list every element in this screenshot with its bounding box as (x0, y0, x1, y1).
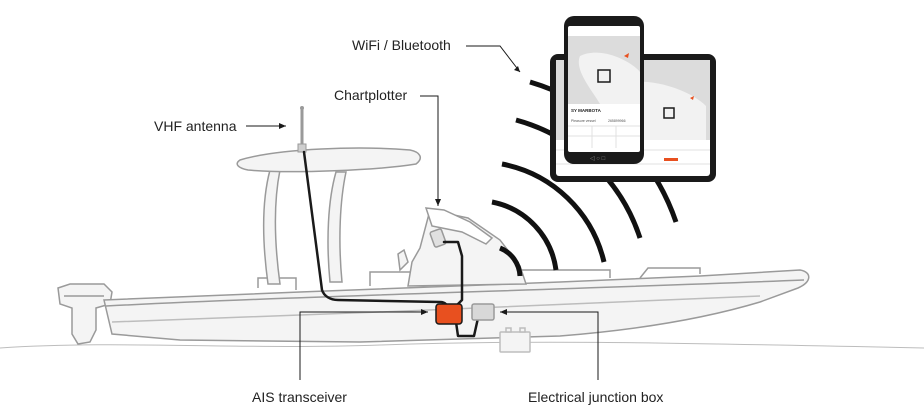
chartplotter-cable (442, 240, 464, 308)
phone-device: SY MARBOTA Pleasure vessel 265899966 ◁ ○… (564, 16, 644, 164)
leader-arrowheads (279, 66, 520, 315)
phone-vessel-type: Pleasure vessel (571, 119, 596, 123)
t-top-frame (236, 147, 421, 285)
vhf-antenna-label: VHF antenna (154, 118, 237, 134)
wifi-leader (466, 45, 521, 73)
chartplotter-leader (420, 95, 439, 206)
junction-box-label: Electrical junction box (528, 389, 664, 405)
battery (499, 327, 531, 353)
phone-mmsi: 265899966 (608, 119, 626, 123)
junction-box (471, 303, 495, 321)
wifi-bluetooth-label: WiFi / Bluetooth (352, 37, 451, 53)
vhf-antenna (297, 106, 307, 153)
phone-nav-bar: ◁ ○ □ (590, 156, 606, 162)
ais-leader (299, 311, 428, 380)
windshield (424, 207, 494, 245)
chartplotter (429, 228, 447, 248)
chartplotter-label: Chartplotter (334, 87, 408, 103)
outboard-motor (57, 283, 113, 345)
junction-leader (500, 311, 599, 380)
leader-lines (246, 45, 599, 380)
t-top-canopy (236, 147, 421, 173)
ais-transceiver (435, 303, 463, 325)
power-cable (454, 316, 480, 338)
water-line (0, 341, 924, 349)
ais-transceiver-label: AIS transceiver (252, 389, 347, 405)
phone-vessel-name: SY MARBOTA (571, 108, 602, 113)
